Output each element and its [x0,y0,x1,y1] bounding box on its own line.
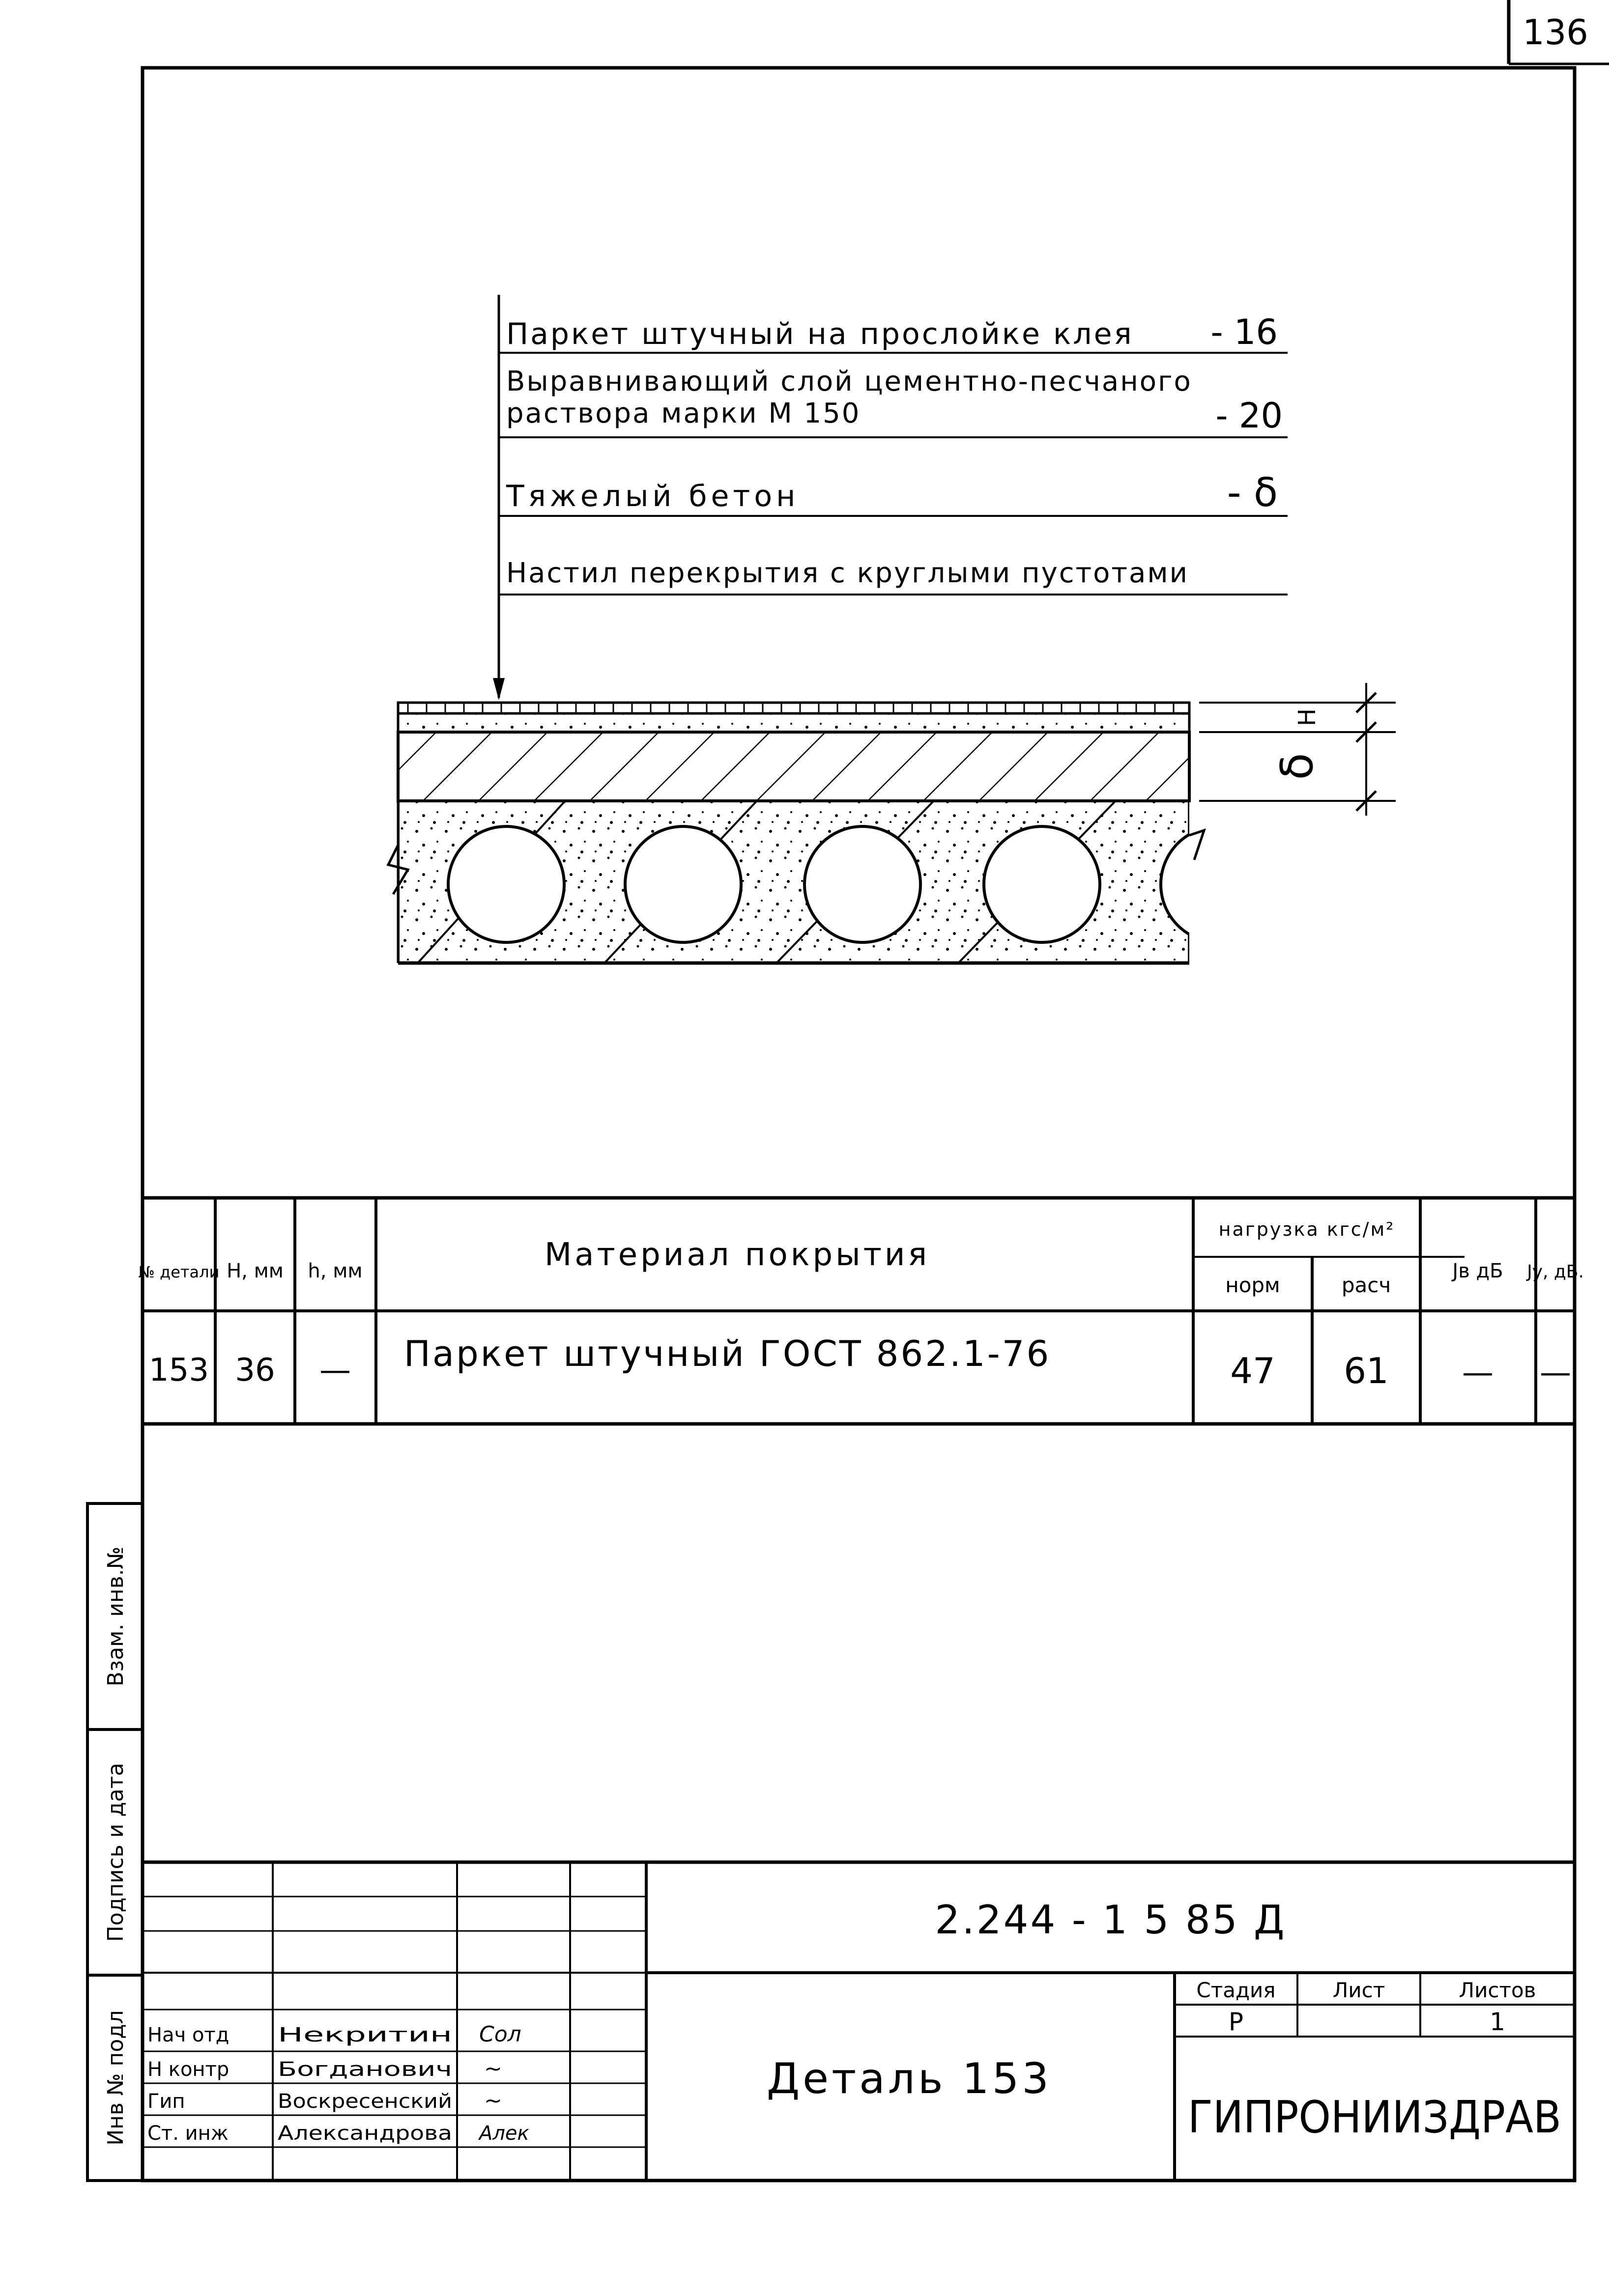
header-H: Н, мм [227,1260,284,1282]
layer-callout: Паркет штучный на прослойке клея - 16 Вы… [493,295,1288,700]
header-detail: № детали [139,1263,220,1281]
sig-name-4: Александрова [278,2122,452,2145]
row-yy: — [1540,1355,1571,1391]
header-load: нагрузка кгс/м² [1219,1219,1395,1240]
dimension-lines: Н δ [1199,683,1396,816]
floor-section [386,701,1206,965]
slab-void [624,825,743,944]
sheets-label: Листов [1459,1978,1536,2002]
slab-void [803,825,922,944]
concrete-layer [397,731,1191,802]
layer-1-thickness: - 16 [1210,312,1278,352]
side-stamp: Инв № подл Подпись и дата Взам. инв.№ [86,1502,144,2182]
stage-label: Стадия [1196,1978,1275,2002]
layer-1-name: Паркет штучный на прослойке клея [506,317,1134,351]
layer-3-name: Тяжелый бетон [506,479,799,513]
header-yv: Jв дБ [1451,1260,1503,1282]
header-calc: расч [1342,1273,1391,1297]
spec-table: № детали Н, мм h, мм Материал покрытия н… [139,1196,1584,1426]
sig-sign-2: ~ [484,2056,502,2081]
row-norm: 47 [1230,1350,1275,1391]
row-calc: 61 [1344,1350,1389,1391]
sig-name-3: Воскресенский [278,2090,452,2113]
organization: ГИПРОНИИЗДРАВ [1188,2092,1561,2143]
header-material: Материал покрытия [545,1237,930,1273]
sig-name-2: Богданович [278,2058,452,2081]
slab-void [1159,832,1189,936]
title-block: 2.244 - 1 5 85 Д Деталь 153 Стадия Лист … [143,1860,1575,2181]
header-yy: Jу, дБ. [1526,1262,1584,1282]
layer-2-thickness: - 20 [1215,396,1283,436]
sheets-value: 1 [1490,2008,1505,2036]
sig-sign-4: Алек [478,2122,529,2145]
stamp-vzam-inv: Взам. инв.№ [103,1547,128,1687]
main-frame [141,66,1577,2183]
layer-2-name-line1: Выравнивающий слой цементно-песчаного [506,366,1192,397]
sig-role-2: Н контр [147,2058,229,2081]
slab-void [982,825,1101,944]
doc-code: 2.244 - 1 5 85 Д [935,1897,1286,1943]
layer-4-name: Настил перекрытия с круглыми пустотами [506,557,1189,589]
layer-2-name-line2: раствора марки М 150 [506,397,861,429]
row-h: — [319,1352,351,1389]
row-material: Паркет штучный ГОСТ 862.1-76 [404,1333,1051,1374]
sheet-label: Лист [1333,1978,1385,2002]
sig-role-3: Гип [147,2090,185,2113]
page-number-box: 136 [1507,0,1609,65]
row-H: 36 [235,1352,275,1389]
dimension-delta-label: δ [1271,753,1323,780]
slab-void [447,825,566,944]
stamp-inv-podl: Инв № подл [103,2010,128,2146]
sig-role-1: Нач отд [147,2024,229,2046]
sig-sign-1: Сол [479,2022,521,2047]
page-number: 136 [1523,12,1588,53]
header-norm: норм [1225,1273,1280,1297]
layer-3-thickness: - δ [1227,470,1278,515]
parquet-layer [397,701,1191,715]
row-detail: 153 [149,1352,209,1389]
stage-value: Р [1229,2008,1243,2036]
header-h: h, мм [308,1260,362,1282]
sig-name-1: Некритин [278,2024,452,2046]
sig-role-4: Ст. инж [147,2122,229,2145]
mortar-layer [397,712,1191,734]
dimension-h-label: Н [1293,709,1321,726]
stamp-signature-date: Подпись и дата [103,1763,128,1942]
row-yv: — [1462,1355,1494,1391]
sig-sign-3: ~ [484,2088,502,2113]
doc-title: Деталь 153 [767,2054,1052,2103]
